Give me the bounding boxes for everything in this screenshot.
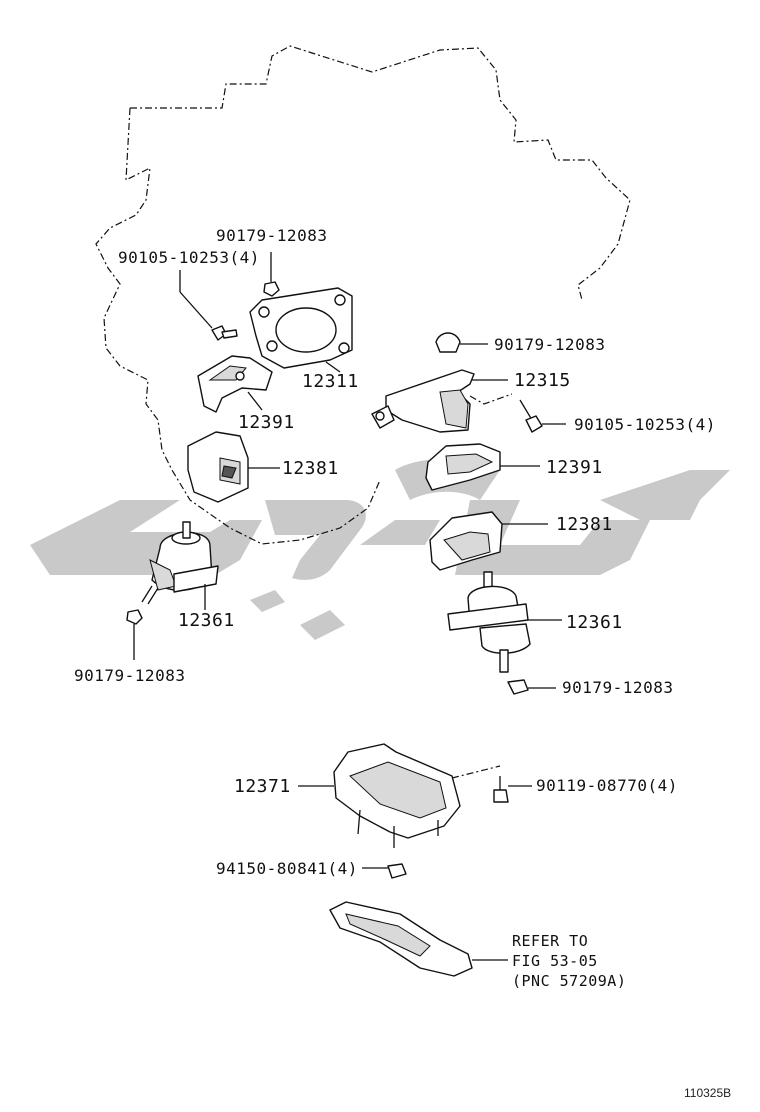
engine-outline	[95, 45, 631, 545]
label-12361-right: 12361	[566, 612, 623, 633]
label-90179-left-bottom: 90179-12083	[74, 666, 185, 685]
label-90105-left: 90105-10253(4)	[118, 248, 260, 267]
nut-90179-top	[263, 252, 280, 297]
refer-line-2: FIG 53-05	[512, 952, 598, 970]
label-12311: 12311	[302, 371, 359, 392]
label-90179-right-bottom: 90179-12083	[562, 678, 673, 697]
bracket-12311	[249, 287, 353, 373]
label-12381-left: 12381	[282, 458, 339, 479]
label-90119: 90119-08770(4)	[536, 776, 678, 795]
member-12371	[298, 743, 501, 848]
nut-90179-right-top	[435, 332, 488, 353]
bolt-90105-left	[179, 270, 238, 341]
mount-12361-right	[447, 571, 562, 673]
nut-94150	[362, 863, 407, 879]
refer-line-3: (PNC 57209A)	[512, 972, 626, 990]
mount-12361-left	[141, 521, 219, 610]
label-90179-right-top: 90179-12083	[494, 335, 605, 354]
crossmember-refer	[329, 901, 508, 977]
label-12371: 12371	[234, 776, 291, 797]
bolt-90119	[493, 776, 532, 803]
label-12361-left: 12361	[178, 610, 235, 631]
label-12391-left: 12391	[238, 412, 295, 433]
bracket-12391-left	[197, 355, 273, 413]
refer-line-1: REFER TO	[512, 932, 588, 950]
label-90179-top: 90179-12083	[216, 226, 327, 245]
bracket-12391-right	[425, 443, 540, 491]
bracket-12315	[371, 369, 513, 433]
insulator-12381-left	[187, 431, 280, 503]
bolt-90105-right	[519, 399, 566, 433]
label-12315: 12315	[514, 370, 571, 391]
insulator-12381-right	[429, 511, 548, 571]
nut-90179-right-bottom	[507, 679, 556, 695]
label-12381-right: 12381	[556, 514, 613, 535]
label-94150: 94150-80841(4)	[216, 859, 358, 878]
label-12391-right: 12391	[546, 457, 603, 478]
label-90105-right: 90105-10253(4)	[574, 415, 716, 434]
figure-id: 110325B	[684, 1086, 731, 1100]
nut-90179-left-bottom	[126, 609, 143, 660]
